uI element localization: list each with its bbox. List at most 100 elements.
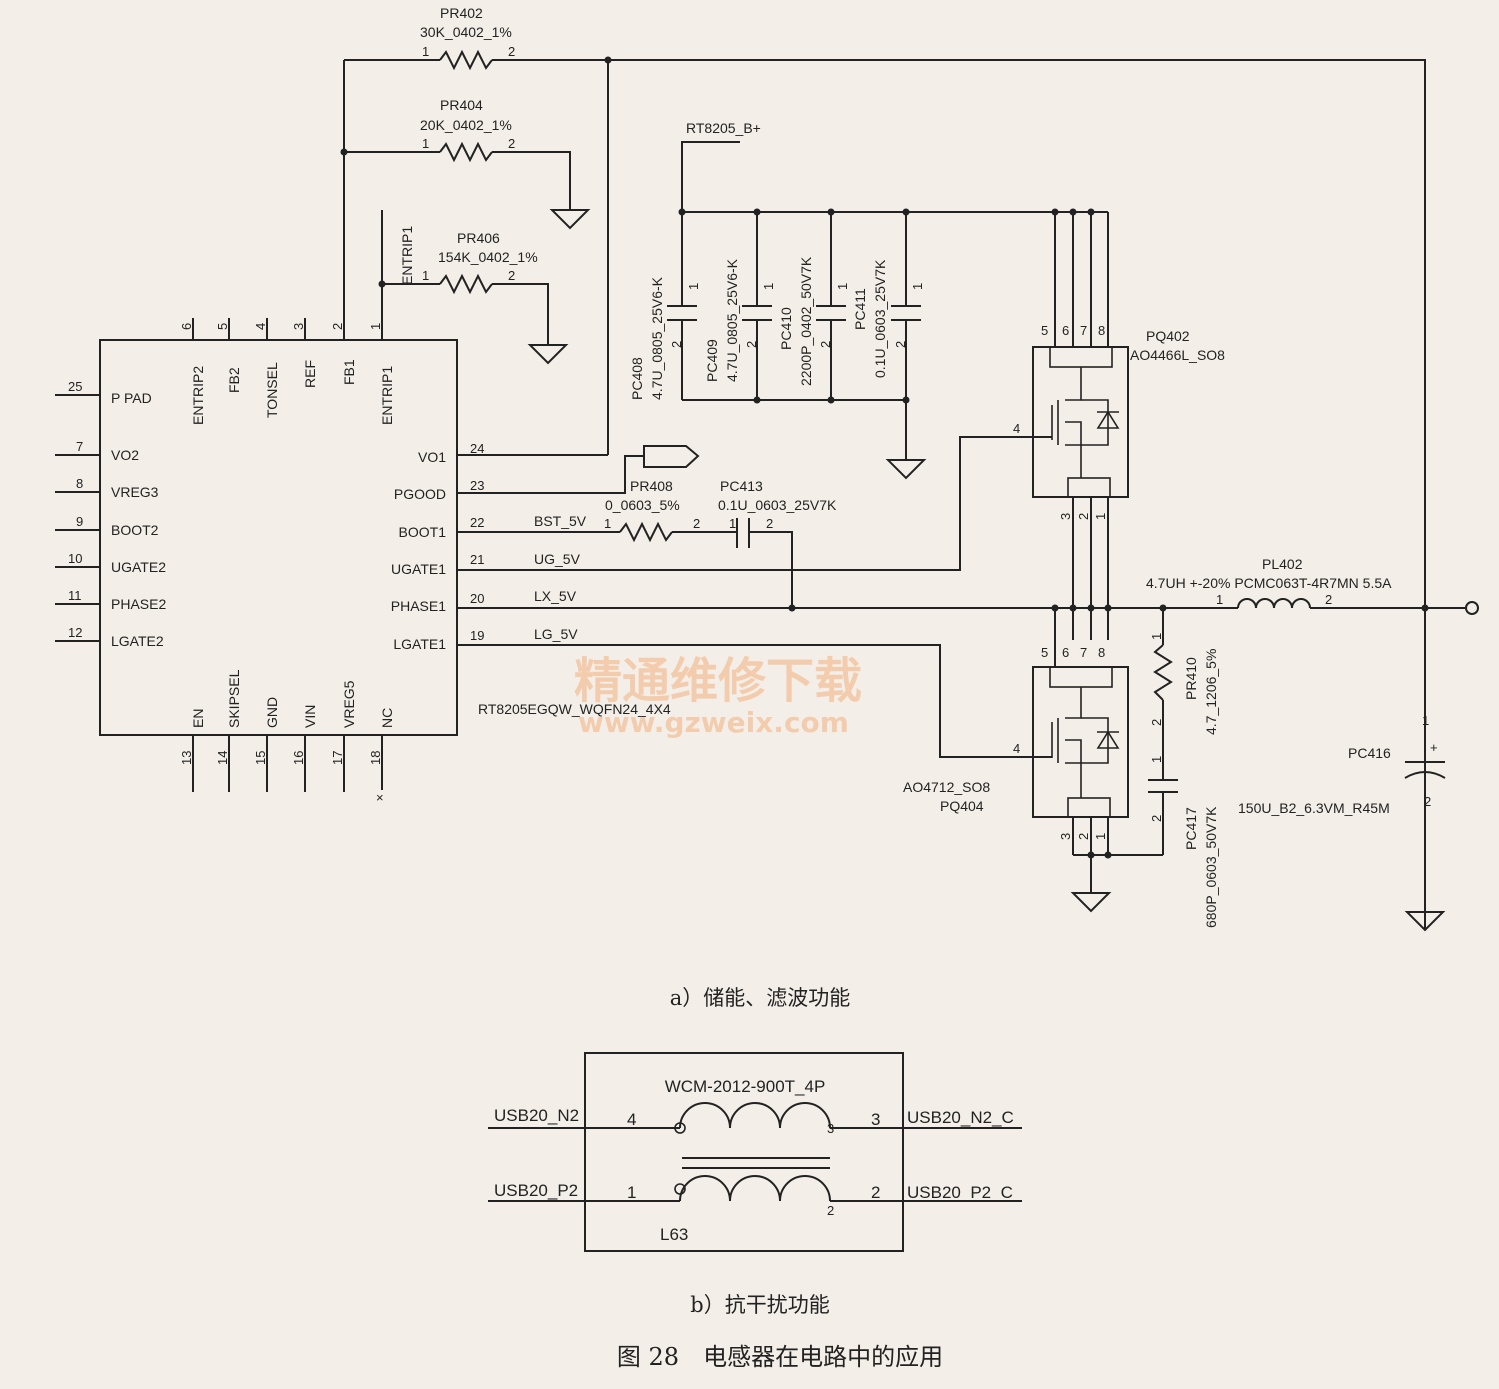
svg-text:PC416: PC416 (1348, 745, 1391, 761)
svg-text:1: 1 (627, 1183, 636, 1202)
svg-text:4: 4 (1013, 741, 1020, 756)
net-usb20-n2: USB20_N2 (494, 1106, 579, 1125)
svg-text:17: 17 (330, 751, 345, 765)
pr410-value: 4.7_1206_5% (1203, 649, 1219, 735)
pgood-flag-symbol (643, 445, 700, 468)
pin-phase1: PHASE1 (391, 598, 446, 614)
pr408-ref: PR408 (630, 478, 673, 494)
svg-text:6: 6 (1062, 645, 1069, 660)
svg-text:4: 4 (1013, 421, 1020, 436)
svg-text:1: 1 (729, 516, 736, 531)
svg-text:×: × (376, 790, 384, 805)
svg-text:3: 3 (1058, 513, 1073, 520)
ic-body (99, 339, 458, 736)
pr406-ref: PR406 (457, 230, 500, 246)
svg-text:2: 2 (893, 341, 908, 348)
svg-text:1: 1 (368, 323, 383, 330)
snubber: 1 2 1 2 PR410 4.7_1206_5% PC417 680P_060… (1148, 608, 1219, 928)
pin-entrip2: ENTRIP2 (190, 366, 206, 425)
pc413-ref: PC413 (720, 478, 763, 494)
inductor-coil (1237, 598, 1311, 609)
svg-text:14: 14 (215, 751, 230, 765)
net-entrip1: ENTRIP1 (399, 226, 415, 285)
ic-rt8205: 6 5 4 3 2 1 ENTRIP2 FB2 TONSEL REF FB1 E… (55, 60, 671, 805)
svg-text:2: 2 (330, 323, 345, 330)
svg-text:24: 24 (470, 441, 484, 456)
svg-text:18: 18 (368, 751, 383, 765)
output-terminal[interactable] (1465, 601, 1479, 615)
pin-skipsel: SKIPSEL (226, 669, 242, 728)
svg-text:4.7U_0805_25V6-K: 4.7U_0805_25V6-K (649, 276, 665, 400)
choke-winding-bottom (679, 1175, 831, 1202)
svg-text:19: 19 (470, 628, 484, 643)
svg-text:1: 1 (761, 283, 776, 290)
svg-text:12: 12 (68, 625, 82, 640)
input-capacitors: RT8205_B+ PC408 4.7U_0805_25V6-K 1 2 (629, 120, 1108, 480)
ic-part-number: RT8205EGQW_WQFN24_4X4 (478, 701, 671, 717)
svg-text:1: 1 (422, 136, 429, 151)
svg-text:PQ404: PQ404 (940, 798, 984, 814)
svg-text:2: 2 (508, 136, 515, 151)
pin-vreg5: VREG5 (341, 680, 357, 728)
svg-text:13: 13 (179, 751, 194, 765)
net-usb20-n2-c: USB20_N2_C (907, 1108, 1014, 1127)
pin-lgate2: LGATE2 (111, 633, 164, 649)
pin-fb1: FB1 (341, 359, 357, 385)
ground-symbol (885, 459, 927, 480)
svg-text:25: 25 (68, 379, 82, 394)
ground-symbol (549, 209, 591, 230)
svg-text:8: 8 (1098, 323, 1105, 338)
svg-text:22: 22 (470, 515, 484, 530)
net-usb20-p2-c: USB20_P2_C (907, 1183, 1013, 1202)
inductor-pl402: PL402 4.7UH +-20% PCMC063T-4R7MN 5.5A 1 … (1146, 556, 1479, 615)
pin-vin: VIN (302, 705, 318, 728)
pin-ugate1: UGATE1 (391, 561, 446, 577)
output-cap-pc416: PC416 150U_B2_6.3VM_R45M 1 + 2 (1238, 713, 1446, 932)
svg-text:5: 5 (215, 323, 230, 330)
svg-text:2: 2 (669, 341, 684, 348)
pin-nc: NC (379, 708, 395, 728)
svg-text:2200P_0402_50V7K: 2200P_0402_50V7K (798, 256, 814, 386)
svg-text:8: 8 (76, 476, 83, 491)
svg-text:4.7U_0805_25V6-K: 4.7U_0805_25V6-K (724, 258, 740, 382)
svg-text:3: 3 (827, 1121, 834, 1136)
svg-text:4: 4 (253, 323, 268, 330)
svg-text:2: 2 (693, 516, 700, 531)
figure-caption: 图 28 电感器在电路中的应用 (617, 1343, 943, 1371)
svg-text:5: 5 (1041, 323, 1048, 338)
caption-a: a）储能、滤波功能 (670, 986, 851, 1010)
net-usb20-p2: USB20_P2 (494, 1181, 578, 1200)
mosfet-pq402: 5 6 7 8 4 PQ402 AO4466L_SO8 3 2 1 (457, 212, 1225, 640)
watermark-url: www.gzweix.com (578, 706, 849, 739)
svg-text:3: 3 (871, 1110, 880, 1129)
net-b-plus: RT8205_B+ (686, 120, 761, 136)
svg-text:1: 1 (1422, 713, 1429, 728)
svg-text:1: 1 (422, 268, 429, 283)
pr404-ref: PR404 (440, 97, 483, 113)
pc417-ref: PC417 (1183, 807, 1199, 850)
svg-text:PQ402: PQ402 (1146, 328, 1190, 344)
svg-text:7: 7 (76, 439, 83, 454)
pin-boot1: BOOT1 (399, 524, 447, 540)
svg-text:PC408: PC408 (629, 357, 645, 400)
svg-text:23: 23 (470, 478, 484, 493)
choke-ref: L63 (660, 1225, 688, 1244)
svg-text:2: 2 (1076, 513, 1091, 520)
svg-text:1: 1 (422, 44, 429, 59)
svg-text:1: 1 (1149, 633, 1164, 640)
watermark-cn: 精通维修下载 (574, 653, 862, 709)
pin-gnd: GND (264, 697, 280, 728)
svg-text:9: 9 (76, 514, 83, 529)
svg-text:4: 4 (627, 1110, 636, 1129)
pin-ref: REF (302, 360, 318, 388)
ground-symbol (1404, 911, 1446, 932)
svg-text:1: 1 (1149, 756, 1164, 763)
cap-pc409: PC409 4.7U_0805_25V6-K 1 2 (704, 212, 776, 400)
svg-text:7: 7 (1080, 645, 1087, 660)
svg-text:+: + (1430, 740, 1438, 755)
ground-symbol (1070, 892, 1112, 913)
pin-boot2: BOOT2 (111, 522, 159, 538)
pin-tonsel: TONSEL (264, 362, 280, 418)
svg-text:2: 2 (766, 516, 773, 531)
pin-lgate1: LGATE1 (393, 636, 446, 652)
